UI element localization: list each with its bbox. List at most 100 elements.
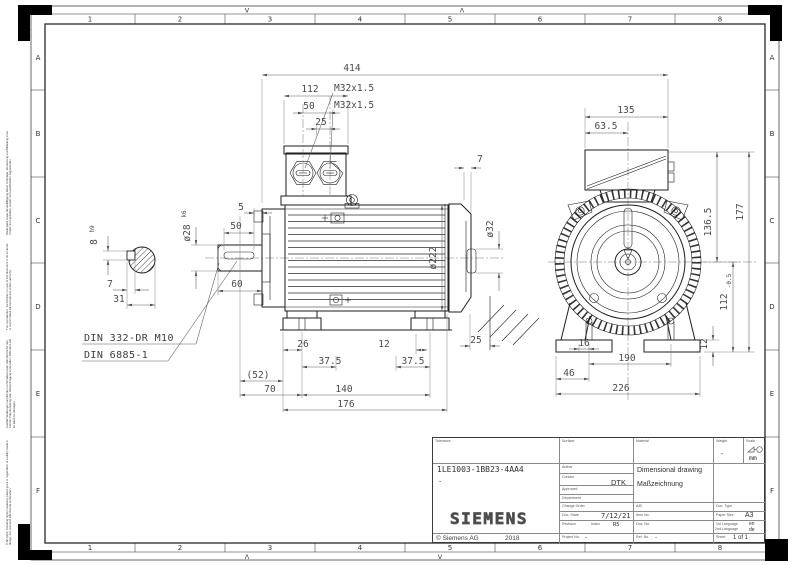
dim-hole-edge: 16 xyxy=(578,338,590,349)
grid-col-6b: 6 xyxy=(538,544,543,552)
dim-key-overall: 31 xyxy=(113,294,125,305)
fold-mark-bottom-left: Λ xyxy=(245,553,250,561)
din-key-label: DIN 6885-1 xyxy=(84,350,148,361)
part-number-cell xyxy=(433,463,559,533)
side-view-dimensions: 414 112 50 25 M32x1.5 M32x1.5 7 ø28 k6 xyxy=(181,63,669,412)
gland-thread-label-2: M32x1.5 xyxy=(334,100,374,111)
fold-mark-bottom-right: V xyxy=(438,553,443,561)
dim-pad-width: 46 xyxy=(563,368,575,379)
dim-key-height: 8 xyxy=(89,239,100,245)
revision-index-value: R5 xyxy=(613,522,620,528)
dim-shaft-height-tol: -0.5 xyxy=(726,273,733,288)
fold-mark-top-left: V xyxy=(245,7,250,15)
spare-cell xyxy=(713,463,766,502)
project-label: Project No. xyxy=(559,533,633,544)
shaft-key-detail: 8 h9 7 31 xyxy=(89,225,156,309)
material-label: Material xyxy=(633,438,713,463)
item-no-label: Item No. xyxy=(633,511,713,520)
grid-col-3b: 3 xyxy=(268,544,272,552)
svg-text:SIEMENS: SIEMENS xyxy=(450,509,528,528)
surface-label: Surface xyxy=(559,438,633,463)
doc-state-label: Doc. State xyxy=(559,511,633,520)
scale-unit: mm xyxy=(749,454,757,462)
grid-col-8b: 8 xyxy=(718,544,722,552)
doc-state-value: 7/12/21 xyxy=(601,512,631,520)
dim-shaft-height: 112 xyxy=(719,293,730,310)
front-view-dimensions: 135 63.5 136.5 177 112 -0.5 12 16 190 46… xyxy=(555,105,755,397)
grid-row-e2: E xyxy=(770,390,774,398)
dim-gland-span: 50 xyxy=(303,101,315,112)
fold-mark-top-right: Λ xyxy=(460,7,465,15)
grid-col-1: 1 xyxy=(88,16,92,24)
motor-front-view xyxy=(548,122,756,400)
dim-body-diameter: ø222 xyxy=(428,247,439,270)
grid-row-b2: B xyxy=(770,130,775,138)
weight-label: Weight xyxy=(713,438,743,463)
lifting-eye xyxy=(344,194,360,209)
title-block: Tolerance 1LE1003-1BB23-4AA4 . SIEMENS ©… xyxy=(432,437,766,544)
foundation-hatch xyxy=(477,296,540,350)
department-label: Department xyxy=(559,494,633,502)
dim-shaft-length: 60 xyxy=(231,279,243,290)
dim-key-offset: 5 xyxy=(238,202,244,213)
copyright-text: © Siemens AG xyxy=(436,534,479,542)
dim-hole-span: 140 xyxy=(335,384,352,395)
drawing-title-de: Maßzeichnung xyxy=(637,481,683,488)
lifting-lug-left xyxy=(567,200,593,221)
weight-value: - xyxy=(721,451,724,458)
dim-key-width: 7 xyxy=(107,279,113,290)
dim-aux-52: (52) xyxy=(247,370,270,381)
dim-hub-diameter: ø32 xyxy=(485,220,496,237)
lang2-label: 2nd Language xyxy=(715,527,738,531)
approved-label: Approved xyxy=(559,485,633,494)
dim-half-span-2: 37.5 xyxy=(402,356,425,367)
dim-key-height-tol: h9 xyxy=(89,225,96,233)
dim-foot-rear-hole: 12 xyxy=(378,339,389,350)
sheet-border: 1 2 3 4 5 6 7 8 1 2 3 4 5 6 7 8 A B C D … xyxy=(18,5,788,561)
lang1-value: en xyxy=(749,521,755,527)
dim-front-to-hole: 70 xyxy=(264,384,276,395)
dim-rear-lip: 7 xyxy=(477,154,483,165)
copyright-margin-note: © All rights, including rights created b… xyxy=(5,439,13,545)
protection-notice-de: Weitergabe sowie Vervielfältigung dieser… xyxy=(5,131,13,235)
dim-base-length: 176 xyxy=(337,399,354,410)
grid-col-4b: 4 xyxy=(358,544,363,552)
part-number-note: . xyxy=(438,476,443,484)
grid-row-c2: C xyxy=(770,217,775,225)
grid-col-5b: 5 xyxy=(448,544,452,552)
grid-row-f2: F xyxy=(770,487,774,495)
grid-col-6: 6 xyxy=(538,16,543,24)
protection-notice-en: The reproduction, transmission or use of… xyxy=(5,243,13,330)
doc-type-label: Doc. Type xyxy=(713,502,766,511)
grid-col-2b: 2 xyxy=(178,544,182,552)
grid-col-2: 2 xyxy=(178,16,182,24)
lang2-value: de xyxy=(749,526,755,533)
grid-row-b: B xyxy=(36,130,41,138)
change-order-label: Change Order xyxy=(559,502,633,511)
grid-col-1b: 1 xyxy=(88,544,92,552)
paper-size-label: Paper Size xyxy=(713,511,766,520)
document-stamp: –– ––– –– ––– –– ––– –– ––– –– ––– –– ––… xyxy=(18,25,31,39)
dim-foot-front-hole: 26 xyxy=(297,339,309,350)
dim-front-hole-span: 190 xyxy=(618,353,635,364)
revision-label: Revision xyxy=(559,520,633,533)
lifting-lug-right xyxy=(663,200,689,221)
dim-gland-half: 25 xyxy=(315,117,326,128)
grid-row-e: E xyxy=(36,390,40,398)
dim-total-height: 177 xyxy=(735,203,746,220)
lang1-label: 1st Language xyxy=(713,520,766,533)
dim-overall-length: 414 xyxy=(343,63,360,74)
trim-mark-bottom-right xyxy=(765,539,788,561)
dim-shaft-diameter-tol: k6 xyxy=(181,210,188,218)
grid-col-8: 8 xyxy=(718,16,722,24)
grid-row-a: A xyxy=(36,54,41,62)
liability-notice: Zuwiderhandlungen verpflichten zu Schade… xyxy=(5,339,16,428)
paper-size-value: A3 xyxy=(745,511,754,519)
grid-row-d2: D xyxy=(769,303,774,311)
revision-index-label: Index xyxy=(591,522,600,526)
dim-shaft-diameter: ø28 xyxy=(182,224,193,241)
creator-value: DTK xyxy=(611,478,626,487)
part-number: 1LE1003-1BB23-4AA4 xyxy=(437,465,524,474)
title-cell xyxy=(633,463,713,502)
